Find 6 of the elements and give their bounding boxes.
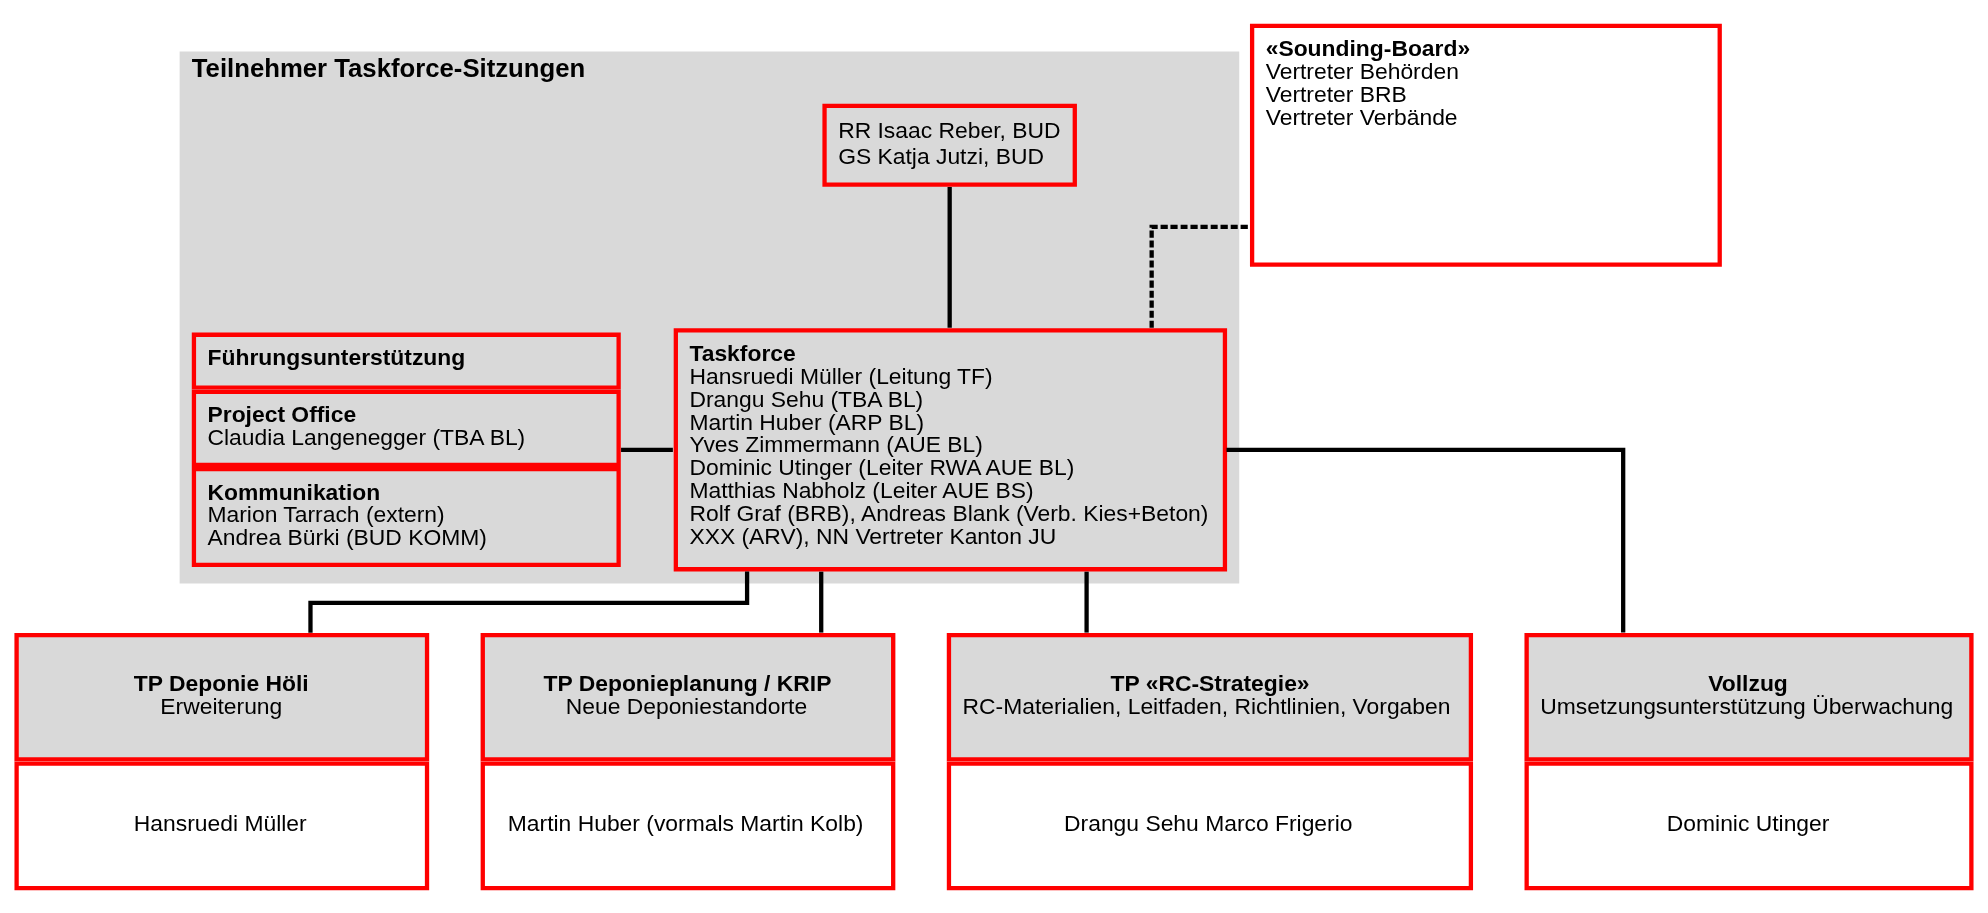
connector bbox=[947, 186, 952, 328]
connector bbox=[1226, 447, 1626, 633]
connector bbox=[1149, 224, 1250, 328]
connector bbox=[819, 571, 824, 633]
connector bbox=[621, 447, 673, 452]
connector bbox=[1084, 571, 1089, 633]
